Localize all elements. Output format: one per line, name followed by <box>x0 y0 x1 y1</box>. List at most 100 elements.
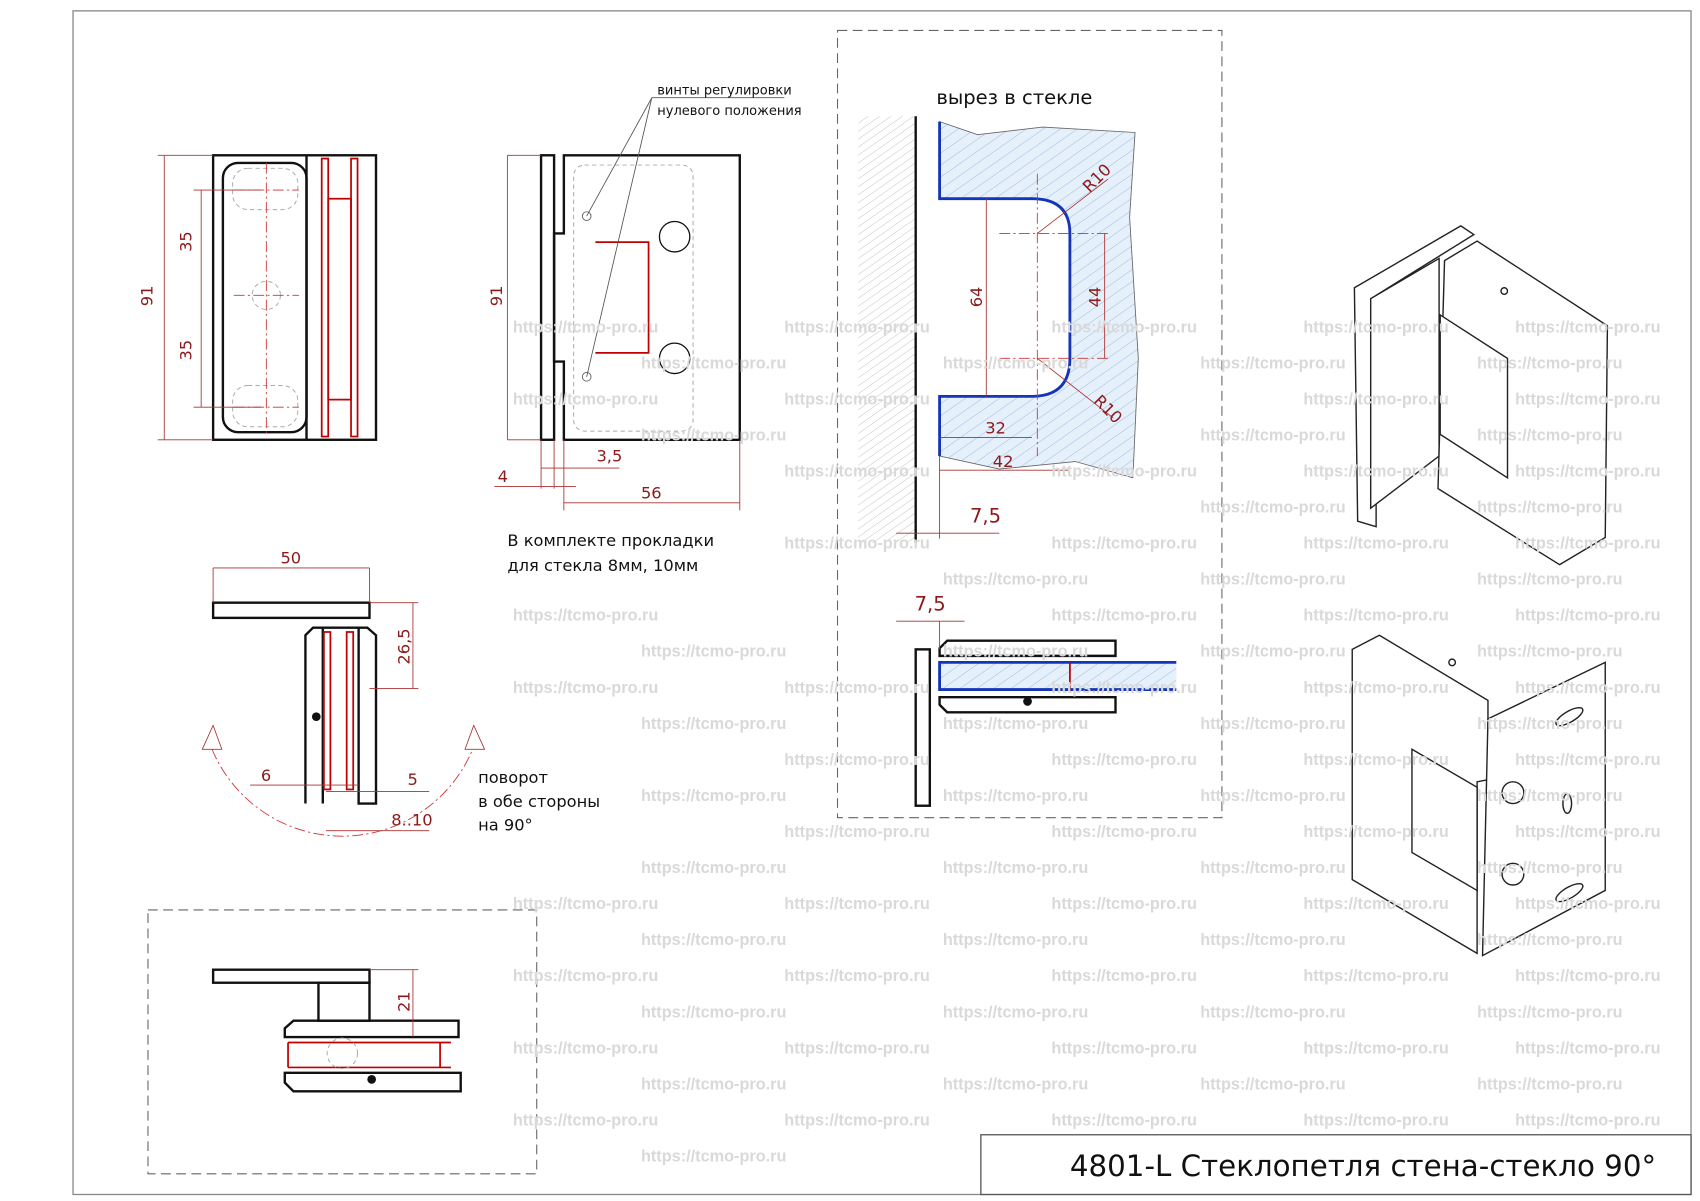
dim-height: 91 <box>137 286 156 307</box>
watermark-text: https://tcmo-pro.ru <box>641 715 786 733</box>
watermark-text: https://tcmo-pro.ru <box>513 1039 658 1057</box>
watermark-text: https://tcmo-pro.ru <box>641 1003 786 1021</box>
dim-height: 64 <box>967 287 986 308</box>
drawing-frame <box>72 10 1692 1196</box>
dim-offset: 26,5 <box>395 628 414 664</box>
watermark-text: https://tcmo-pro.ru <box>1303 967 1448 985</box>
watermark-text: https://tcmo-pro.ru <box>943 859 1088 877</box>
bottom-view: 21 <box>147 909 538 1175</box>
watermark-text: https://tcmo-pro.ru <box>1303 1111 1448 1129</box>
callout-line-1: винты регулировки <box>657 83 791 98</box>
watermark-text: https://tcmo-pro.ru <box>784 1039 929 1057</box>
watermark-text: https://tcmo-pro.ru <box>784 462 929 480</box>
watermark-text: https://tcmo-pro.ru <box>1477 859 1622 877</box>
watermark-text: https://tcmo-pro.ru <box>513 318 658 336</box>
watermark-text: https://tcmo-pro.ru <box>641 354 786 372</box>
watermark-text: https://tcmo-pro.ru <box>513 679 658 697</box>
watermark-text: https://tcmo-pro.ru <box>1303 823 1448 841</box>
watermark-text: https://tcmo-pro.ru <box>943 787 1088 805</box>
watermark-text: https://tcmo-pro.ru <box>943 1003 1088 1021</box>
watermark-text: https://tcmo-pro.ru <box>784 1111 929 1129</box>
watermark-text: https://tcmo-pro.ru <box>1200 931 1345 949</box>
watermark-text: https://tcmo-pro.ru <box>943 354 1088 372</box>
watermark-text: https://tcmo-pro.ru <box>1303 1039 1448 1057</box>
watermark-text: https://tcmo-pro.ru <box>1200 571 1345 589</box>
watermark-text: https://tcmo-pro.ru <box>943 571 1088 589</box>
watermark-text: https://tcmo-pro.ru <box>1200 499 1345 517</box>
watermark-text: https://tcmo-pro.ru <box>1051 679 1196 697</box>
watermark-text: https://tcmo-pro.ru <box>1515 318 1660 336</box>
watermark-text: https://tcmo-pro.ru <box>1477 1003 1622 1021</box>
watermark-text: https://tcmo-pro.ru <box>1515 679 1660 697</box>
dim-wall-gap: 7,5 <box>915 592 946 615</box>
watermark-text: https://tcmo-pro.ru <box>1303 607 1448 625</box>
dim-offset: 21 <box>395 991 414 1012</box>
watermark-text: https://tcmo-pro.ru <box>1515 823 1660 841</box>
watermark-text: https://tcmo-pro.ru <box>1200 1075 1345 1093</box>
watermark-text: https://tcmo-pro.ru <box>513 1111 658 1129</box>
glass-cutout-detail: вырез в стекле R10 R10 64 44 32 42 7,5 <box>836 29 1223 819</box>
dim-left: 6 <box>261 766 271 785</box>
watermark-text: https://tcmo-pro.ru <box>641 859 786 877</box>
watermark-text: https://tcmo-pro.ru <box>1477 499 1622 517</box>
watermark-text: https://tcmo-pro.ru <box>784 390 929 408</box>
dim-upper-pitch: 35 <box>176 231 195 252</box>
dim-inner-height: 44 <box>1085 287 1104 308</box>
watermark-text: https://tcmo-pro.ru <box>513 390 658 408</box>
dim-plate: 4 <box>498 467 508 486</box>
watermark-text: https://tcmo-pro.ru <box>784 895 929 913</box>
watermark-text: https://tcmo-pro.ru <box>943 715 1088 733</box>
title-block: 4801-L Стеклопетля стена-стекло 90° <box>980 1134 1692 1196</box>
watermark-text: https://tcmo-pro.ru <box>1477 426 1622 444</box>
watermark-text: https://tcmo-pro.ru <box>784 967 929 985</box>
watermark-text: https://tcmo-pro.ru <box>1477 931 1622 949</box>
rotation-note-line-2: в обе стороны <box>478 792 600 811</box>
watermark-text: https://tcmo-pro.ru <box>1303 751 1448 769</box>
watermark-text: https://tcmo-pro.ru <box>1051 462 1196 480</box>
watermark-text: https://tcmo-pro.ru <box>641 1147 786 1165</box>
watermark-text: https://tcmo-pro.ru <box>943 643 1088 661</box>
isometric-view-bottom <box>1351 634 1606 957</box>
watermark-text: https://tcmo-pro.ru <box>784 535 929 553</box>
dim-depth: 56 <box>641 483 662 502</box>
dim-gap: 3,5 <box>596 447 622 466</box>
watermark-text: https://tcmo-pro.ru <box>1477 1075 1622 1093</box>
adjust-knob <box>658 220 691 253</box>
watermark-text: https://tcmo-pro.ru <box>1051 1039 1196 1057</box>
watermark-text: https://tcmo-pro.ru <box>784 751 929 769</box>
watermark-text: https://tcmo-pro.ru <box>943 1075 1088 1093</box>
watermark-text: https://tcmo-pro.ru <box>1303 895 1448 913</box>
watermark-text: https://tcmo-pro.ru <box>513 967 658 985</box>
watermark-text: https://tcmo-pro.ru <box>641 643 786 661</box>
watermark-text: https://tcmo-pro.ru <box>1200 787 1345 805</box>
dim-height: 91 <box>487 286 506 307</box>
watermark-text: https://tcmo-pro.ru <box>641 931 786 949</box>
top-view: 50 26,5 6 5 8..10 поворот в обе стороны … <box>201 549 600 837</box>
watermark-text: https://tcmo-pro.ru <box>1051 895 1196 913</box>
watermark-text: https://tcmo-pro.ru <box>1477 354 1622 372</box>
watermark-text: https://tcmo-pro.ru <box>1477 715 1622 733</box>
watermark-text: https://tcmo-pro.ru <box>1200 643 1345 661</box>
watermark-text: https://tcmo-pro.ru <box>1303 462 1448 480</box>
rotation-note-line-3: на 90° <box>478 816 533 835</box>
callout-line-2: нулевого положения <box>657 104 801 119</box>
front-view: 91 35 35 <box>137 154 378 441</box>
gasket-note-line-2: для стекла 8мм, 10мм <box>507 556 698 575</box>
dim-glass: 8..10 <box>391 810 432 829</box>
dim-right: 5 <box>407 770 417 789</box>
dim-depth: 32 <box>985 418 1006 437</box>
watermark-text: https://tcmo-pro.ru <box>1200 1003 1345 1021</box>
watermark-layer: https://tcmo-pro.ru https://tcmo-pro.ru ht… <box>513 318 1661 1165</box>
watermark-text: https://tcmo-pro.ru <box>1477 571 1622 589</box>
watermark-text: https://tcmo-pro.ru <box>1515 462 1660 480</box>
watermark-text: https://tcmo-pro.ru <box>1051 823 1196 841</box>
watermark-text: https://tcmo-pro.ru <box>1515 967 1660 985</box>
watermark-text: https://tcmo-pro.ru <box>1200 426 1345 444</box>
watermark-text: https://tcmo-pro.ru <box>943 931 1088 949</box>
watermark-text: https://tcmo-pro.ru <box>1303 390 1448 408</box>
watermark-text: https://tcmo-pro.ru <box>513 895 658 913</box>
watermark-text: https://tcmo-pro.ru <box>1051 318 1196 336</box>
watermark-text: https://tcmo-pro.ru <box>1515 390 1660 408</box>
watermark-text: https://tcmo-pro.ru <box>1515 1111 1660 1129</box>
watermark-text: https://tcmo-pro.ru <box>1515 535 1660 553</box>
